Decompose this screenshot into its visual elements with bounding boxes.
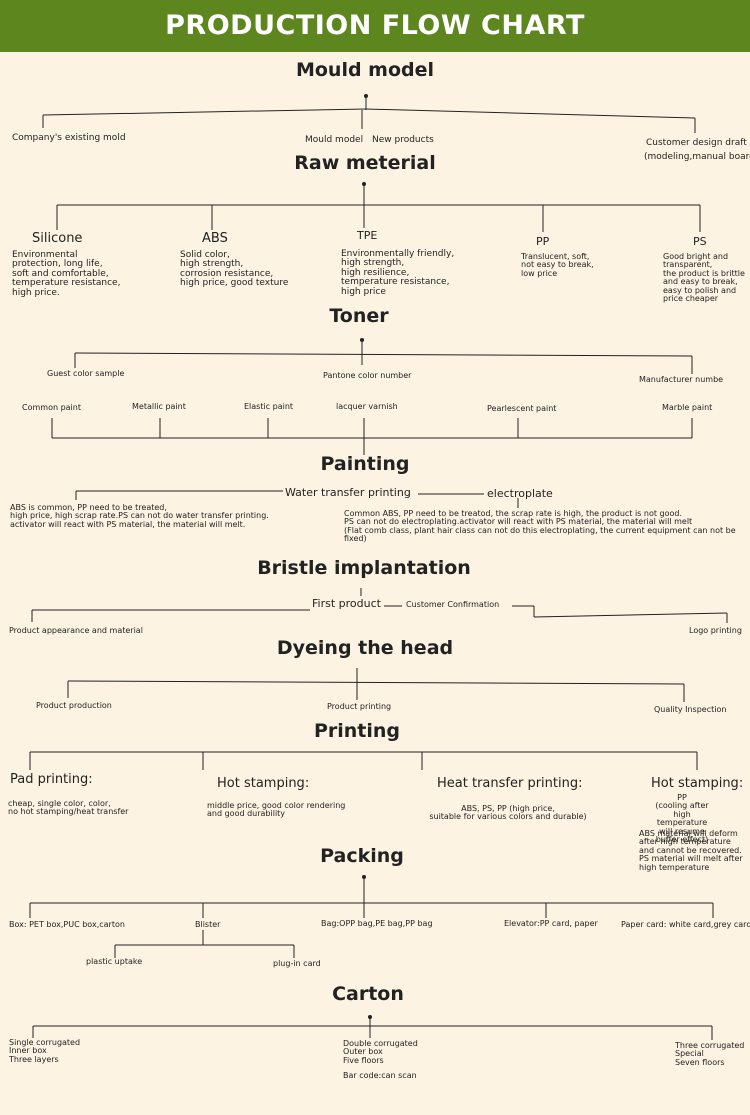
mould-customer-draft: Customer design draft [646, 138, 747, 148]
stage-printing-title: Printing [313, 720, 401, 742]
print-heat-transfer-name: Heat transfer printing: [437, 776, 583, 791]
stage-packing-title: Packing [320, 845, 404, 867]
stage-bristle-title: Bristle implantation [257, 557, 471, 579]
mould-model-label: Mould model [305, 135, 364, 145]
packing-paper-card: Paper card: white card,grey card [621, 920, 750, 929]
packing-elevator-card: Elevator:PP card, paper [504, 919, 598, 928]
dyeing-quality-inspection: Quality Inspection [654, 705, 727, 714]
print-pad-desc: cheap, single color, color, no hot stamp… [8, 799, 129, 817]
paint-elastic: Elastic paint [244, 402, 294, 411]
paint-pearlescent: Pearlescent paint [487, 404, 557, 413]
bristle-logo-printing: Logo printing [689, 626, 742, 635]
toner-pantone-number: Pantone color number [323, 371, 412, 380]
material-abs-desc: Solid color, high strength, corrosion re… [180, 250, 289, 289]
material-ps-desc: Good bright and transparent, the product… [663, 252, 745, 303]
carton-three-corrugated: Three corrugated Special Seven floors [675, 1041, 745, 1067]
material-silicone-desc: Environmental protection, long life, sof… [12, 250, 121, 298]
packing-blister: Blister [195, 920, 221, 929]
toner-manufacturer-number: Manufacturer numbe [639, 375, 724, 384]
painting-electroplate: electroplate [487, 487, 553, 500]
material-pp-name: PP [536, 235, 550, 248]
bristle-customer-confirmation: Customer Confirmation [406, 600, 500, 609]
stage-painting-title: Painting [320, 453, 410, 475]
page-title: PRODUCTION FLOW CHART [0, 0, 750, 52]
bristle-first-product: First product [312, 597, 381, 610]
carton-double-corrugated: Double corrugated Outer box Five floors [343, 1039, 418, 1065]
packing-plastic-uptake: plastic uptake [86, 957, 143, 966]
print-hot-stamping-pp-name: Hot stamping: [651, 776, 744, 791]
painting-water-transfer: Water transfer printing [285, 486, 411, 499]
dyeing-product-printing: Product printing [327, 702, 392, 711]
material-tpe-name: TPE [357, 229, 378, 242]
packing-box: Box: PET box,PUC box,carton [9, 920, 125, 929]
print-hot-stamping-name: Hot stamping: [217, 776, 310, 791]
material-pp-desc: Translucent, soft, not easy to break, lo… [521, 252, 594, 278]
paint-marble: Marble paint [662, 403, 713, 412]
carton-barcode: Bar code:can scan [343, 1071, 417, 1080]
stage-dyeing-title: Dyeing the head [276, 637, 454, 659]
painting-water-transfer-note: ABS is common, PP need to be treated, hi… [10, 503, 269, 529]
mould-existing-mold: Company's existing mold [12, 133, 126, 143]
print-hot-stamping-desc: middle price, good color rendering and g… [207, 801, 346, 819]
dyeing-product-production: Product production [36, 701, 112, 710]
material-tpe-desc: Environmentally friendly, high strength,… [341, 249, 455, 297]
stage-toner-title: Toner [329, 305, 389, 327]
print-heat-transfer-desc: ABS, PS, PP (high price, suitable for va… [429, 804, 587, 822]
packing-plug-in-card: plug-in card [273, 959, 321, 968]
material-silicone-name: Silicone [32, 231, 83, 246]
mould-modeling-note: (modeling,manual board) [644, 152, 750, 162]
print-pad-name: Pad printing: [10, 772, 93, 787]
material-abs-name: ABS [202, 231, 228, 246]
material-ps-name: PS [693, 235, 707, 248]
toner-guest-color-sample: Guest color sample [47, 369, 125, 378]
paint-common: Common paint [22, 403, 81, 412]
print-hot-stamping-pp-desc: PP (cooling after high temperature will … [655, 793, 709, 844]
carton-single-corrugated: Single corrugated Inner box Three layers [9, 1038, 81, 1064]
packing-bag: Bag:OPP bag,PE bag,PP bag [321, 919, 433, 928]
paint-metallic: Metallic paint [132, 402, 186, 411]
print-ps-warning-note: ABS material will deform after high temp… [639, 829, 743, 872]
bristle-appearance-material: Product appearance and material [9, 626, 143, 635]
stage-carton-title: Carton [332, 983, 404, 1005]
stage-mould-model-title: Mould model [295, 59, 435, 81]
paint-lacquer-varnish: lacquer varnish [336, 402, 398, 411]
stage-raw-material-title: Raw meterial [294, 152, 436, 174]
mould-new-products: New products [372, 135, 434, 145]
painting-electroplate-note: Common ABS, PP need to be treatod, the s… [344, 509, 736, 544]
